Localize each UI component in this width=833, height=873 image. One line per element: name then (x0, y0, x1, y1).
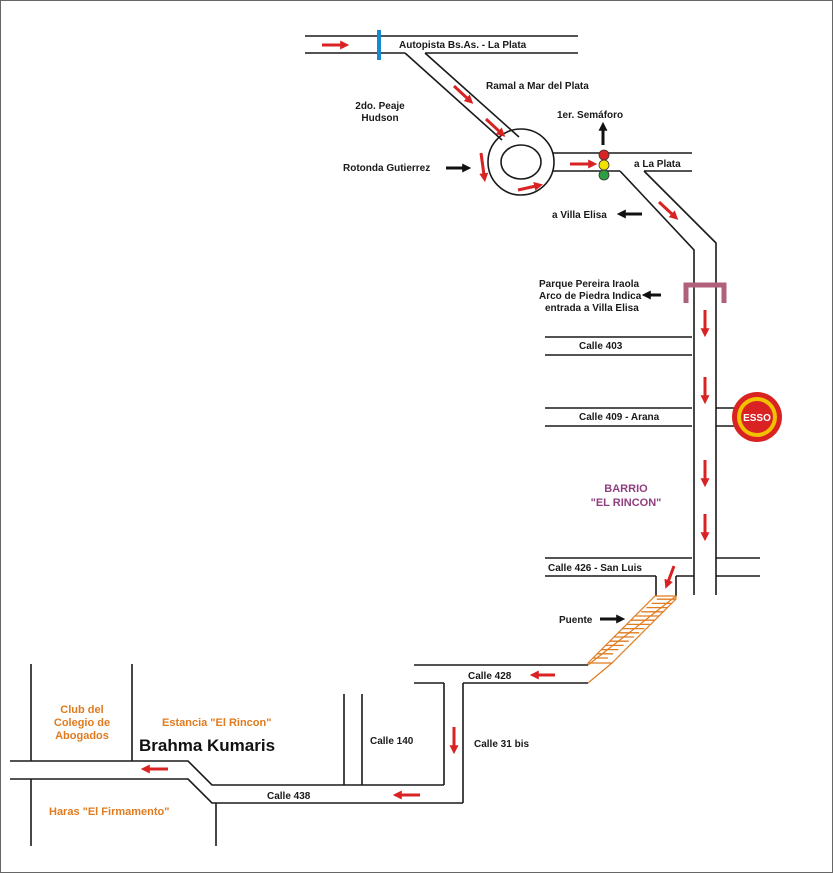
barrio-label-1: BARRIO (604, 483, 648, 495)
parque-label-3: entrada a Villa Elisa (545, 303, 639, 314)
arrow-icon (657, 200, 679, 220)
parque-label-2: Arco de Piedra Indica (539, 291, 642, 302)
roads (10, 35, 760, 846)
club-label-2: Colegio de (54, 717, 110, 729)
traffic-light-icon (598, 149, 610, 181)
club-label-1: Club del (60, 704, 103, 716)
ramal-road (404, 52, 520, 141)
calle-403-label: Calle 403 (579, 341, 623, 352)
brahma-label: Brahma Kumaris (139, 736, 275, 755)
autopista-label: Autopista Bs.As. - La Plata (399, 40, 527, 51)
calle-428-road (414, 664, 588, 684)
calle-31bis-label: Calle 31 bis (474, 739, 529, 750)
barrio-label-2: "EL RINCON" (591, 497, 662, 509)
peaje-label-2: Hudson (361, 113, 398, 124)
haras-label: Haras "El Firmamento" (49, 806, 169, 818)
calle-428-label: Calle 428 (468, 671, 512, 682)
a-la-plata-label: a La Plata (634, 159, 681, 170)
roundabout-icon (487, 128, 555, 196)
estancia-label: Estancia "El Rincon" (162, 717, 271, 729)
direction-arrows (140, 40, 710, 800)
calle-403-road (545, 336, 692, 356)
semaforo-label: 1er. Semáforo (557, 110, 623, 121)
esso-label: ESSO (743, 413, 771, 424)
calle-426-label: Calle 426 - San Luis (548, 563, 642, 574)
esso-logo-icon: ESSO (732, 392, 782, 442)
autopista-road (305, 35, 578, 54)
ramal-label: Ramal a Mar del Plata (486, 81, 589, 92)
arrow-icon (664, 565, 676, 589)
la-plata-road (553, 152, 692, 172)
map-labels: Autopista Bs.As. - La Plata Ramal a Mar … (49, 40, 681, 818)
a-villa-elisa-label: a Villa Elisa (552, 210, 607, 221)
calle-31bis-road (443, 683, 464, 803)
calle-438-road (10, 760, 463, 804)
arrow-icon (452, 84, 474, 104)
toll-marker-icon (377, 30, 381, 60)
calle-409-label: Calle 409 - Arana (579, 412, 660, 423)
calle-426-road (545, 557, 760, 577)
rotonda-label: Rotonda Gutierrez (343, 163, 430, 174)
arrow-icon (479, 152, 489, 183)
calle-140-label: Calle 140 (370, 736, 414, 747)
calle-409-road (545, 407, 740, 427)
parque-label-1: Parque Pereira Iraola (539, 279, 639, 290)
peaje-label-1: 2do. Peaje (355, 101, 405, 112)
arrow-icon (517, 181, 544, 192)
arch-icon (683, 282, 727, 303)
calle-438-label: Calle 438 (267, 791, 311, 802)
arrow-icon (484, 117, 506, 137)
puente-label: Puente (559, 615, 593, 626)
bridge-icon (586, 595, 677, 684)
calle-140-road (343, 694, 363, 785)
club-label-3: Abogados (55, 730, 109, 742)
